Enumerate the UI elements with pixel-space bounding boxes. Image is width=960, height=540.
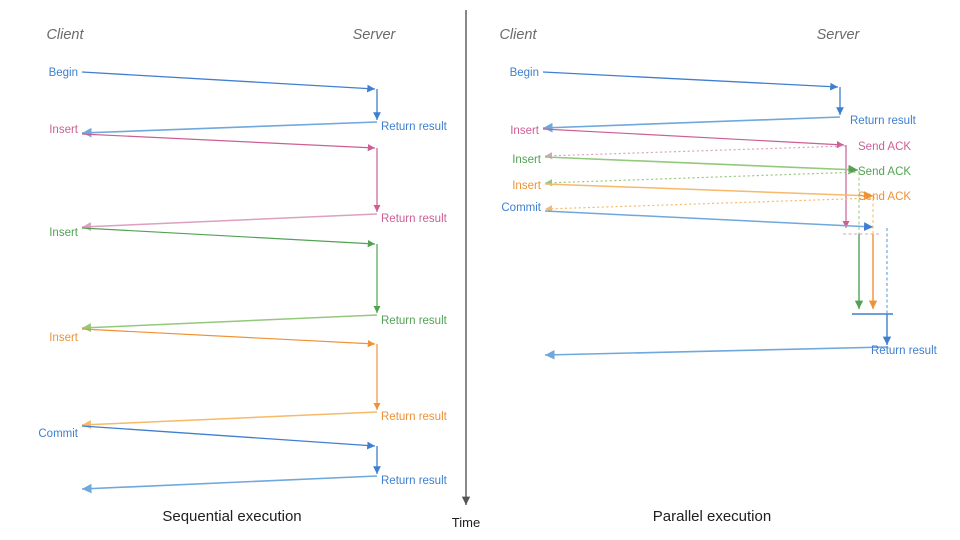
label-return-result-blue-parallel: Return result bbox=[850, 115, 917, 127]
arrow-return-result-green bbox=[81, 314, 378, 333]
server-lane-title-parallel: Server bbox=[817, 27, 861, 43]
label-insert-pink: Insert bbox=[49, 124, 79, 136]
server-lane-title-sequential: Server bbox=[353, 27, 397, 43]
arrow-return-result-final bbox=[544, 346, 888, 360]
message-ack-green: Send ACK bbox=[544, 166, 911, 187]
label-insert-orange-parallel: Insert bbox=[512, 180, 542, 192]
label-send-ack-pink: Send ACK bbox=[858, 141, 911, 153]
arrow-send-ack-green bbox=[544, 171, 861, 187]
label-commit-parallel: Commit bbox=[501, 202, 541, 214]
arrow-insert-pink-request-parallel bbox=[542, 128, 845, 149]
arrow-insert-orange-request bbox=[81, 328, 376, 348]
arrow-return-result-blue-parallel bbox=[542, 116, 841, 133]
message-insert-green-sequential: Insert bbox=[49, 227, 376, 248]
message-return-orange-sequential: Return result bbox=[81, 411, 448, 430]
label-return-result-pink: Return result bbox=[381, 213, 448, 225]
label-return-result-commit: Return result bbox=[381, 475, 448, 487]
message-insert-orange-parallel: Insert bbox=[512, 180, 874, 201]
arrow-return-result-orange bbox=[81, 411, 378, 430]
arrow-send-ack-orange bbox=[544, 197, 876, 213]
message-commit-sequential: Commit bbox=[38, 425, 376, 450]
message-insert-pink-parallel: Insert bbox=[510, 125, 845, 149]
time-axis-label: Time bbox=[452, 515, 480, 530]
message-return-blue-parallel: Return result bbox=[542, 115, 917, 133]
message-ack-pink: Send ACK bbox=[544, 141, 911, 160]
caption-sequential: Sequential execution bbox=[162, 508, 301, 525]
time-axis: Time bbox=[452, 10, 480, 530]
message-ack-orange: Send ACK bbox=[544, 191, 911, 213]
message-begin-sequential: Begin bbox=[49, 67, 376, 93]
message-begin-parallel: Begin bbox=[510, 67, 839, 91]
label-return-result-blue: Return result bbox=[381, 121, 448, 133]
message-return-pink-sequential: Return result bbox=[81, 213, 448, 232]
message-commit-parallel: Commit bbox=[501, 202, 874, 232]
arrow-insert-pink-request bbox=[81, 133, 376, 152]
arrow-send-ack-pink bbox=[544, 145, 847, 160]
label-begin-parallel: Begin bbox=[510, 67, 539, 79]
label-return-result-green: Return result bbox=[381, 315, 448, 327]
message-insert-pink-sequential: Insert bbox=[49, 124, 376, 152]
arrow-commit-request-parallel bbox=[544, 210, 874, 232]
arrow-return-result-blue bbox=[81, 121, 378, 138]
panel-sequential: Client Server Begin Return result Insert bbox=[38, 27, 447, 525]
panel-parallel: Client Server Begin Return result Insert… bbox=[499, 27, 937, 525]
message-insert-green-parallel: Insert bbox=[512, 154, 859, 175]
message-return-commit-sequential: Return result bbox=[81, 475, 448, 494]
message-insert-orange-sequential: Insert bbox=[49, 328, 376, 348]
label-return-result-orange: Return result bbox=[381, 411, 448, 423]
arrow-insert-orange-request-parallel bbox=[544, 183, 874, 201]
arrow-return-result-pink bbox=[81, 213, 378, 232]
arrow-begin-request-parallel bbox=[542, 71, 839, 91]
label-insert-green-parallel: Insert bbox=[512, 154, 542, 166]
arrow-insert-green-request bbox=[81, 227, 376, 248]
label-begin: Begin bbox=[49, 67, 78, 79]
arrow-begin-request bbox=[81, 71, 376, 93]
label-insert-orange: Insert bbox=[49, 332, 79, 344]
label-return-result-final: Return result bbox=[871, 345, 938, 357]
client-lane-title-sequential: Client bbox=[46, 27, 84, 43]
message-return-final-parallel: Return result bbox=[544, 345, 938, 360]
message-return-green-sequential: Return result bbox=[81, 314, 448, 333]
arrow-commit-request bbox=[81, 425, 376, 450]
arrow-insert-green-request-parallel bbox=[544, 156, 859, 175]
client-lane-title-parallel: Client bbox=[499, 27, 537, 43]
label-insert-green: Insert bbox=[49, 227, 79, 239]
message-return-blue-sequential: Return result bbox=[81, 121, 448, 138]
caption-parallel: Parallel execution bbox=[653, 508, 771, 525]
label-commit: Commit bbox=[38, 428, 78, 440]
label-insert-pink-parallel: Insert bbox=[510, 125, 540, 137]
label-send-ack-green: Send ACK bbox=[858, 166, 911, 178]
label-send-ack-orange: Send ACK bbox=[858, 191, 911, 203]
arrow-return-result-commit bbox=[81, 475, 378, 494]
